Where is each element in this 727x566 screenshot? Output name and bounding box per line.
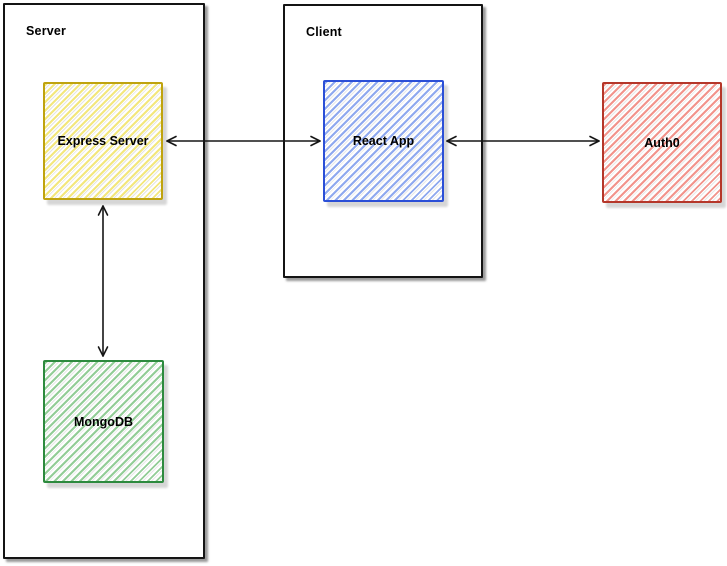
node-react-app: React App bbox=[323, 80, 444, 202]
node-express-server-label: Express Server bbox=[57, 134, 149, 148]
container-server-label: Server bbox=[26, 24, 67, 38]
node-express-server: Express Server bbox=[43, 82, 163, 200]
container-client-label: Client bbox=[306, 25, 342, 39]
node-mongodb: MongoDB bbox=[43, 360, 164, 483]
node-auth0-label: Auth0 bbox=[644, 135, 680, 150]
node-auth0: Auth0 bbox=[602, 82, 722, 203]
node-mongodb-label: MongoDB bbox=[73, 414, 133, 429]
node-react-app-label: React App bbox=[352, 134, 415, 148]
